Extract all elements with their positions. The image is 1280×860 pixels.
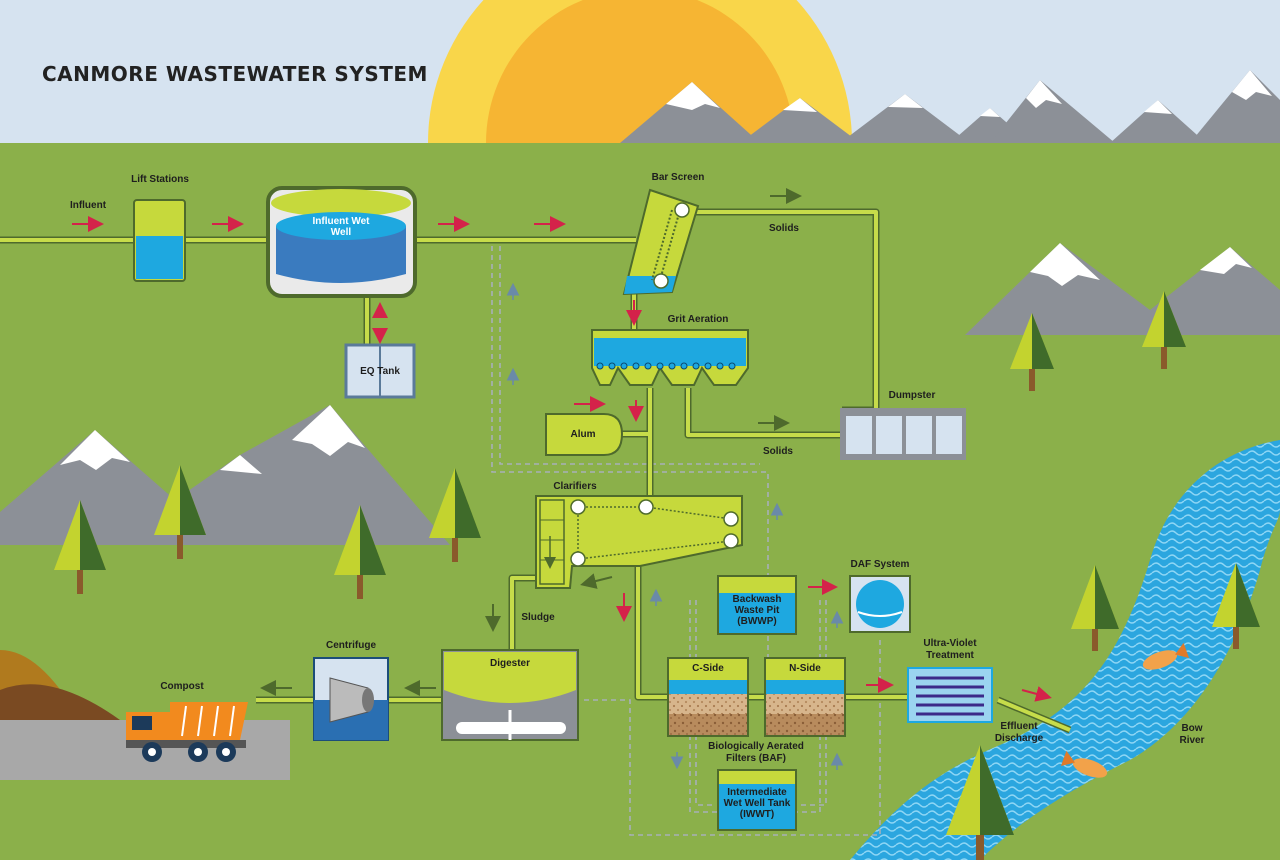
influent-wet-well	[266, 186, 417, 298]
alum-label: Alum	[570, 429, 596, 440]
c-side-label: C-Side	[692, 663, 724, 674]
alum-tank	[545, 413, 624, 456]
daf-system	[849, 575, 911, 633]
daf-system-label: DAF System	[850, 559, 910, 570]
compost-label: Compost	[160, 681, 204, 692]
digester	[441, 649, 579, 741]
dumpster-label: Dumpster	[888, 390, 936, 401]
fish	[1060, 642, 1190, 778]
bar-screen-label: Bar Screen	[651, 172, 705, 183]
iwwt-label: Intermediate Wet Well Tank (IWWT)	[723, 787, 791, 820]
uv-treatment	[907, 667, 993, 723]
uv-treatment-label: Ultra-Violet Treatment	[923, 638, 977, 661]
dashed-flow-arrows	[506, 282, 844, 770]
influent-label: Influent	[69, 200, 107, 211]
eq-tank	[344, 343, 416, 399]
sludge-label: Sludge	[521, 612, 555, 623]
lift-station	[133, 199, 186, 282]
bow-river	[850, 440, 1280, 860]
backwash-label: Backwash Waste Pit (BWWP)	[732, 594, 782, 627]
centrifuge	[313, 657, 389, 741]
top-mountains	[620, 70, 1280, 143]
dashed-return-lines	[491, 246, 881, 836]
grit-aeration	[591, 329, 749, 386]
clarifiers	[535, 495, 743, 589]
iwwt-tank	[717, 769, 797, 831]
hills	[0, 650, 120, 720]
baf-label: Biologically Aerated Filters (BAF)	[708, 741, 804, 764]
baf-c-side	[667, 657, 749, 737]
page-title: CANMORE WASTEWATER SYSTEM	[42, 62, 428, 86]
green-flow-arrows	[260, 188, 802, 696]
centrifuge-label: Centrifuge	[326, 640, 376, 651]
solids-bottom-label: Solids	[762, 446, 793, 457]
backwash-waste-pit	[717, 575, 797, 635]
trees	[54, 291, 1260, 860]
clarifiers-label: Clarifiers	[553, 481, 597, 492]
grit-aeration-label: Grit Aeration	[667, 314, 729, 325]
influent-wet-well-label: Influent Wet Well	[312, 216, 370, 238]
lift-stations-label: Lift Stations	[131, 174, 189, 185]
digester-label: Digester	[489, 658, 530, 669]
baf-n-side	[764, 657, 846, 737]
eq-tank-label: EQ Tank	[360, 366, 400, 377]
dumpster	[840, 408, 966, 460]
solids-top-label: Solids	[768, 223, 799, 234]
compost-truck	[126, 702, 248, 762]
right-mountains	[965, 243, 1280, 335]
effluent-label: Effluent Discharge	[994, 721, 1044, 744]
bar-screen	[622, 188, 700, 296]
left-mountains	[0, 405, 450, 545]
bow-river-label: Bow River	[1179, 723, 1205, 746]
n-side-label: N-Side	[789, 663, 821, 674]
red-flow-arrows	[72, 216, 1052, 702]
